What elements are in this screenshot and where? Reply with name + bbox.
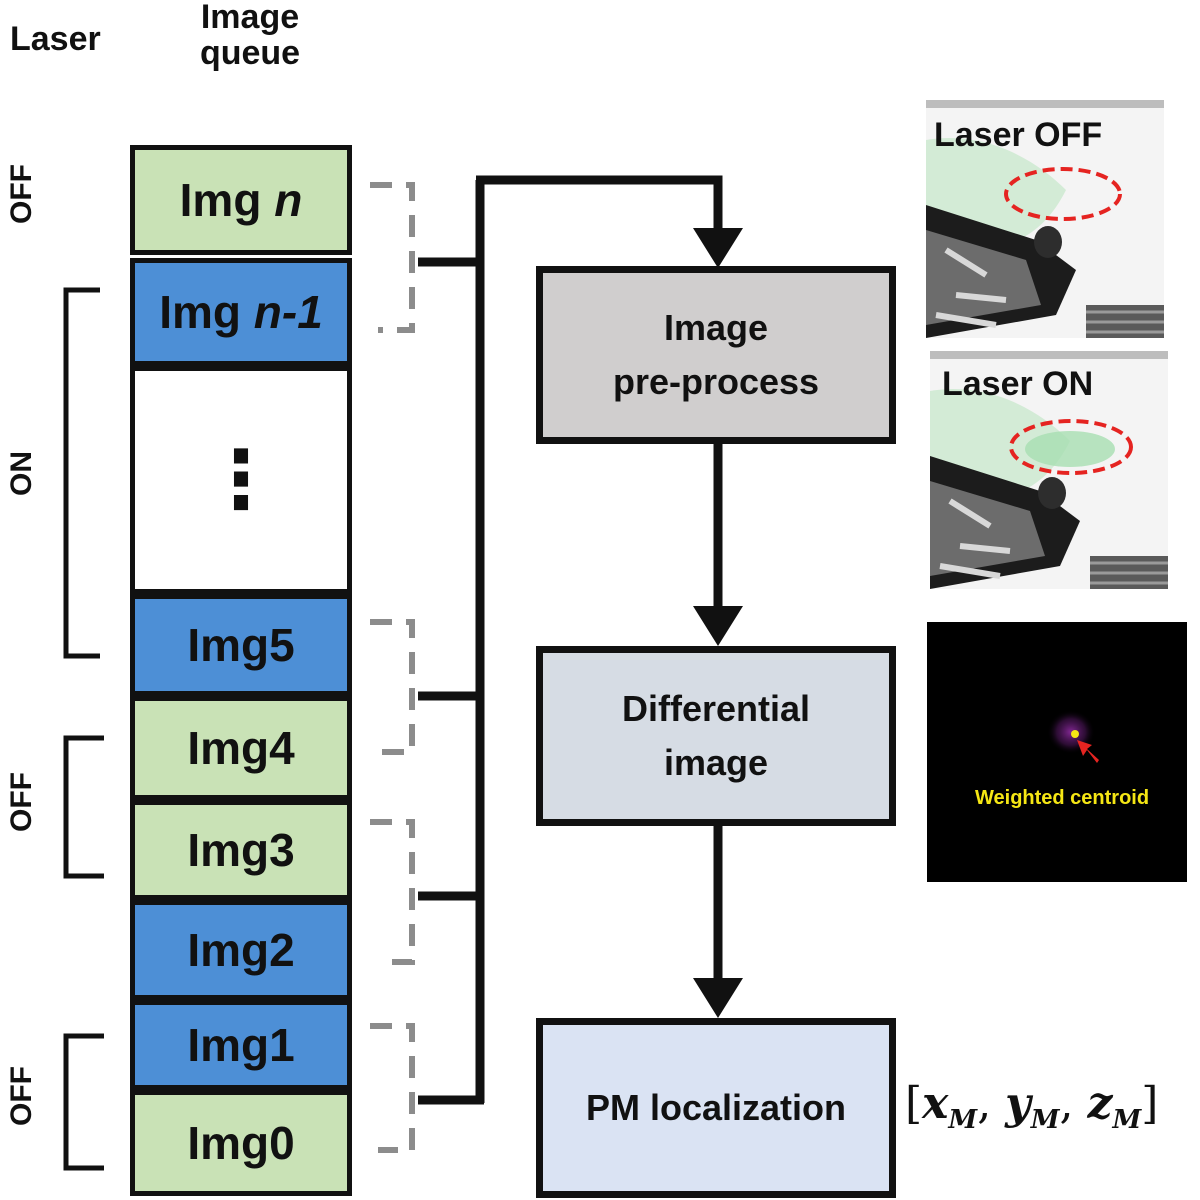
queue-cell-img2: Img2	[130, 900, 352, 1000]
coord-y: y	[1005, 1078, 1031, 1129]
arrow-into-differential	[693, 606, 743, 646]
differential-line2: image	[663, 742, 769, 783]
image-queue-header-line2: queue	[199, 33, 301, 72]
queue-cell-img-n-var: n	[274, 174, 303, 226]
image-queue-header-line1: Image	[200, 0, 300, 36]
differential-thumbnail	[927, 622, 1187, 882]
differential-scene	[1047, 710, 1099, 763]
laser-off-thumbnail: Laser OFF	[926, 100, 1164, 338]
bus-top	[476, 175, 723, 232]
arrow-into-localization	[693, 978, 743, 1018]
queue-cell-img1: Img1	[130, 1000, 352, 1090]
pair-bracket-n	[370, 182, 415, 333]
queue-cell-img-n1-label: Img	[159, 286, 241, 338]
queue-cell-ellipsis: ⋮	[130, 366, 352, 594]
coord-z-sub: M	[1112, 1104, 1142, 1135]
arrow-into-preprocess	[693, 228, 743, 268]
coord-x: x	[922, 1078, 949, 1129]
queue-cell-img0: Img0	[130, 1090, 352, 1196]
queue-cell-img4: Img4	[130, 696, 352, 800]
laser-off-scene	[926, 100, 1164, 338]
laser-off-label: Laser OFF	[934, 116, 1103, 154]
laser-on-thumbnail: Laser ON	[930, 351, 1168, 589]
preprocess-line2: pre-process	[612, 361, 820, 402]
centroid-dot	[1071, 730, 1079, 738]
bracket-off-bottom	[63, 1033, 104, 1171]
queue-cell-img-n-minus-1: Img n-1	[130, 258, 352, 366]
bracket-on	[63, 287, 100, 659]
coord-z: z	[1087, 1078, 1113, 1129]
pair-bracket-3-2	[370, 819, 415, 965]
bracket-off-mid	[63, 735, 104, 879]
pair-bracket-5-4	[370, 619, 415, 755]
laser-on-ellipse	[1009, 419, 1133, 475]
laser-off-ellipse	[1004, 167, 1122, 221]
localization-box: PM localization	[536, 1018, 896, 1198]
differential-box: Differential image	[536, 646, 896, 826]
preprocess-line1: Image	[663, 307, 769, 348]
weighted-centroid-label: Weighted centroid	[975, 787, 1150, 809]
laser-header: Laser	[10, 20, 101, 58]
queue-cell-img5: Img5	[130, 594, 352, 696]
queue-cell-img-n: Img n	[130, 145, 352, 255]
differential-line1: Differential	[621, 688, 811, 729]
output-coordinates: [xM, yM, zM]	[905, 1078, 1159, 1135]
queue-cell-img-n1-var: n-1	[253, 286, 323, 338]
preprocess-box: Image pre-process	[536, 266, 896, 444]
vertical-ellipsis-icon: ⋮	[201, 435, 281, 524]
image-queue-header: Image queue	[180, 0, 320, 71]
red-arrow-icon	[1077, 740, 1099, 763]
queue-cell-img3: Img3	[130, 800, 352, 900]
coord-y-sub: M	[1030, 1104, 1060, 1135]
laser-on-label: Laser ON	[942, 365, 1094, 403]
laser-on-scene	[930, 351, 1168, 589]
coord-x-sub: M	[948, 1104, 978, 1135]
pair-bracket-1-0	[370, 1023, 415, 1153]
queue-cell-img-n-label: Img	[179, 174, 262, 226]
